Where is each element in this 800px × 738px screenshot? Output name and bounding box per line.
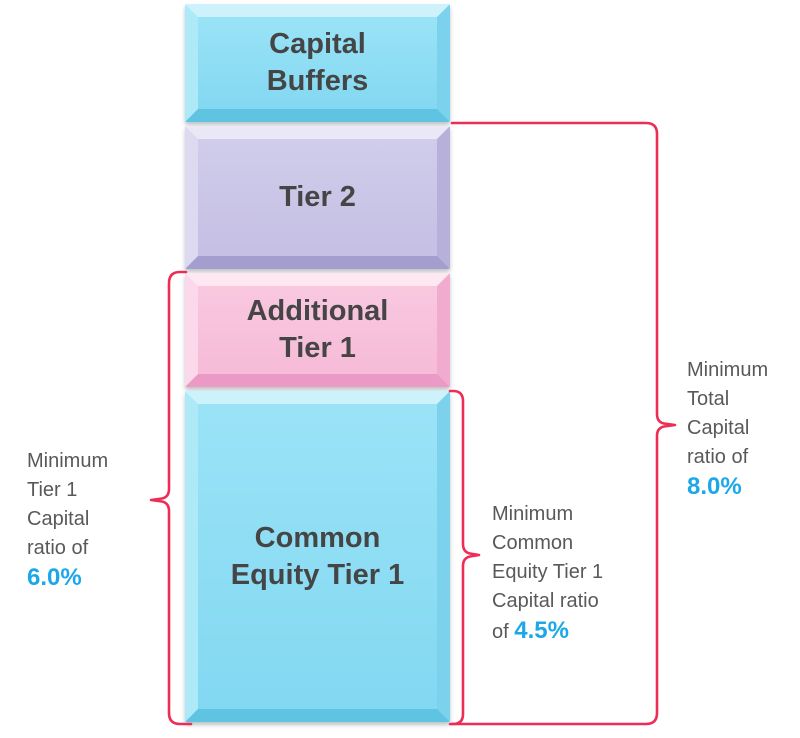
block-common-equity-tier-1: Common Equity Tier 1 xyxy=(185,391,450,722)
annotation-cet1-line4: Capital ratio xyxy=(492,590,599,612)
annotation-cet1-value-prefix: of xyxy=(492,621,515,643)
block-additional-tier-1-label-line2: Tier 1 xyxy=(279,332,356,364)
annotation-total-line4: ratio of xyxy=(687,446,749,468)
annotation-cet1-line3: Equity Tier 1 xyxy=(492,561,604,583)
annotation-min-cet1-ratio: Minimum Common Equity Tier 1 Capital rat… xyxy=(492,500,603,647)
annotation-tier1-line2: Tier 1 xyxy=(27,479,78,501)
cet1-brace xyxy=(448,389,481,726)
total-capital-ratio-value: 8.0% xyxy=(687,473,742,500)
tier1-ratio-value: 6.0% xyxy=(27,564,82,591)
annotation-tier1-line4: ratio of xyxy=(27,537,89,559)
annotation-cet1-line5: of 4.5% xyxy=(492,616,603,647)
block-tier-2-label: Tier 2 xyxy=(279,181,356,213)
block-cet1-label-line2: Equity Tier 1 xyxy=(230,558,405,591)
annotation-tier1-line3: Capital xyxy=(27,508,90,530)
annotation-tier1-line1: Minimum xyxy=(27,450,109,472)
annotation-total-line2: Total xyxy=(687,388,730,410)
block-additional-tier-1-label-line1: Additional xyxy=(246,295,389,327)
block-capital-buffers-label-line1: Capital xyxy=(269,28,366,60)
block-capital-buffers-label-line2: Buffers xyxy=(266,65,369,97)
block-additional-tier-1: Additional Tier 1 xyxy=(185,273,450,387)
cet1-ratio-value: 4.5% xyxy=(514,617,569,644)
block-tier-2: Tier 2 xyxy=(185,126,450,269)
annotation-cet1-line1: Minimum xyxy=(492,503,574,525)
annotation-min-total-capital-ratio: Minimum Total Capital ratio of 8.0% xyxy=(687,356,768,501)
annotation-total-line3: Capital xyxy=(687,417,750,439)
annotation-cet1-line2: Common xyxy=(492,532,574,554)
block-capital-buffers: Capital Buffers xyxy=(185,4,450,122)
block-cet1-label-line1: Common xyxy=(254,521,381,554)
annotation-min-tier1-ratio: Minimum Tier 1 Capital ratio of 6.0% xyxy=(27,447,108,592)
annotation-total-line1: Minimum xyxy=(687,359,769,381)
